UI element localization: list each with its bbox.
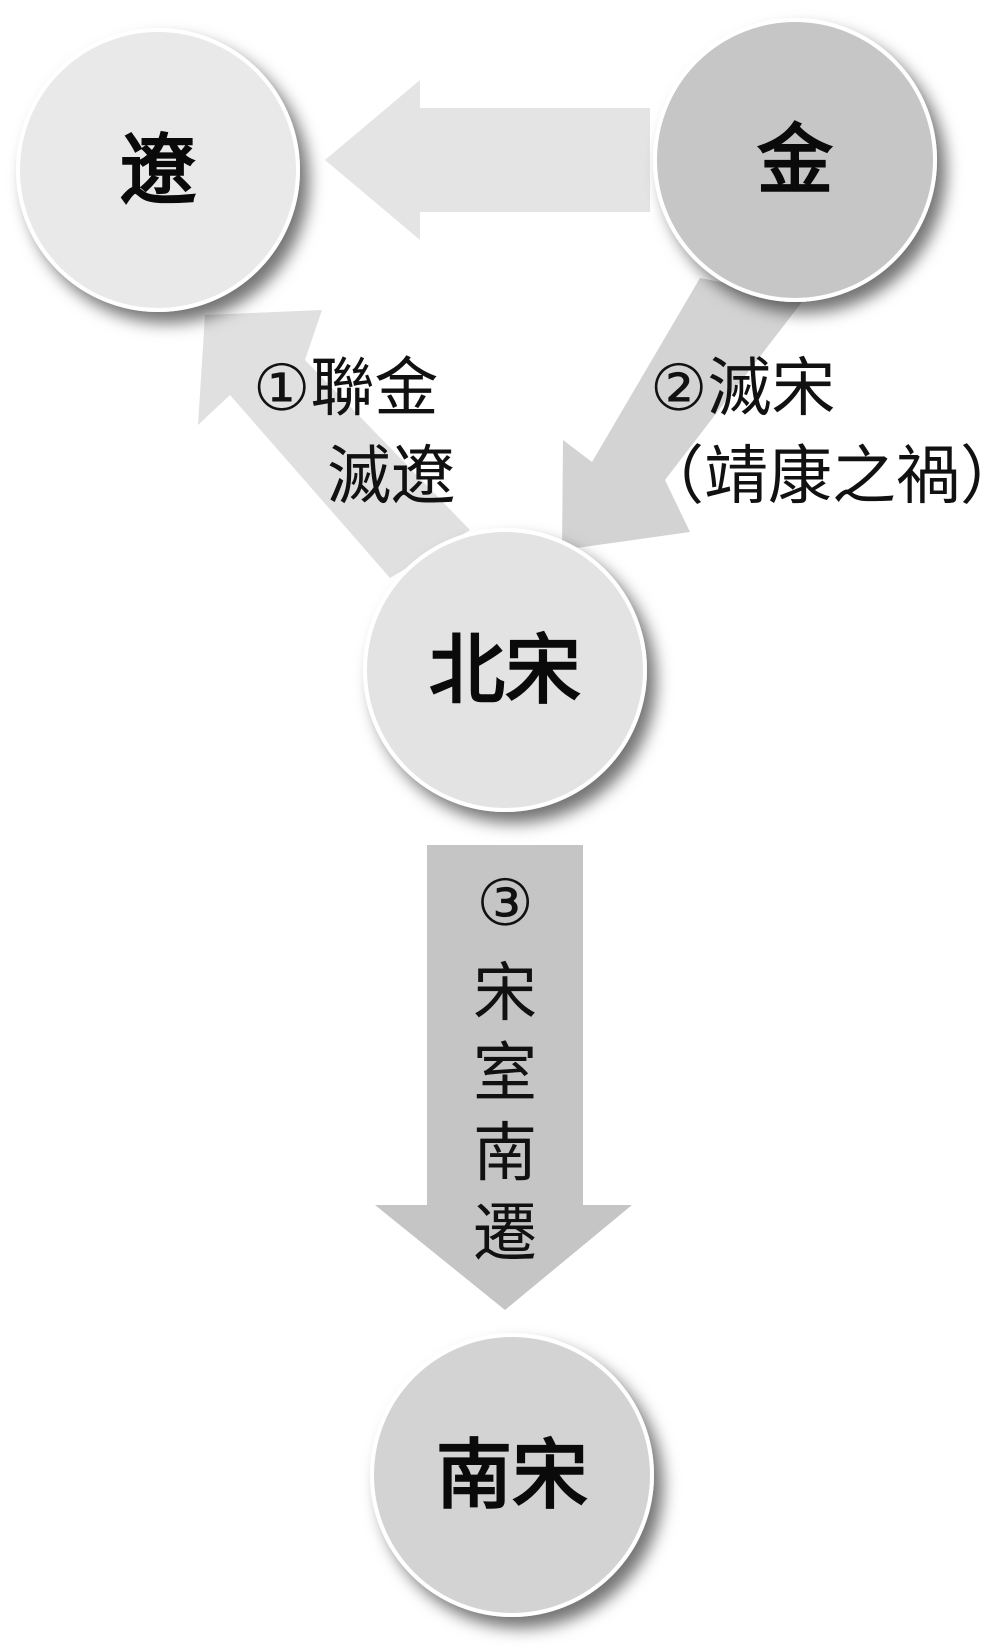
event-three-vertical-label: ③ 宋 室 南 遷 bbox=[473, 867, 537, 1271]
event-one-line1: ①聯金 bbox=[253, 352, 438, 426]
arrow-jin-to-liao bbox=[325, 80, 650, 240]
arrow-jin-to-northern-song bbox=[562, 278, 805, 550]
node-southern-song: 南宋 bbox=[370, 1333, 654, 1617]
node-liao-label: 遼 bbox=[120, 126, 197, 215]
event-three-char: 南 bbox=[473, 1117, 537, 1191]
event-three-char: 遷 bbox=[473, 1197, 537, 1271]
event-two-line2: （靖康之禍） bbox=[640, 440, 992, 514]
event-three-number: ③ bbox=[476, 867, 533, 941]
arrow-northern-song-to-southern-song bbox=[375, 845, 632, 1310]
node-southern-song-label: 南宋 bbox=[436, 1431, 588, 1520]
event-three-char: 宋 bbox=[473, 957, 537, 1031]
node-northern-song-label: 北宋 bbox=[429, 626, 581, 715]
node-northern-song: 北宋 bbox=[363, 528, 647, 812]
event-two-line1: ②滅宋 bbox=[650, 352, 835, 426]
node-jin-label: 金 bbox=[756, 116, 834, 205]
event-one-line2: 滅遼 bbox=[327, 440, 455, 514]
event-three-char: 室 bbox=[473, 1037, 537, 1111]
node-liao: 遼 bbox=[16, 28, 300, 312]
arrow-northern-song-to-liao bbox=[198, 310, 470, 578]
node-jin: 金 bbox=[653, 18, 937, 302]
